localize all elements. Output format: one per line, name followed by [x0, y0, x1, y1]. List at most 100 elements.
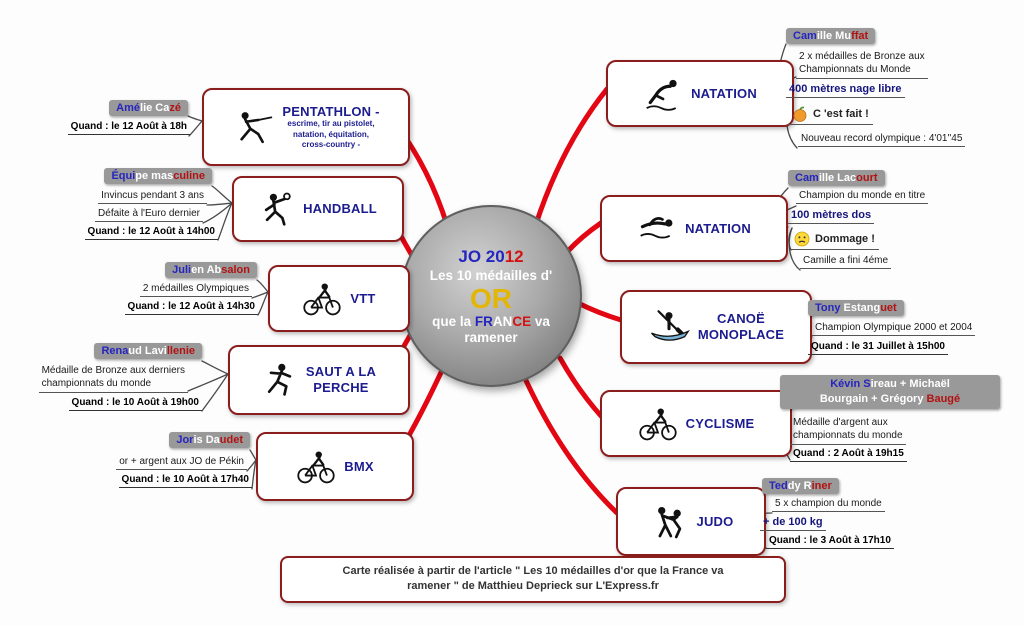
sport-subtitle: escrime, tir au pistolet,: [287, 119, 375, 129]
center-subtitle: Les 10 médailles d': [429, 267, 553, 283]
estanguet-detail: Champion Olympique 2000 et 2004: [812, 322, 976, 336]
fencing-icon: [240, 112, 273, 144]
name-seg: ille Lac: [818, 172, 857, 184]
pentathlon-date: Quand : le 12 Août à 18h: [67, 121, 190, 135]
sport-title: MONOPLACE: [697, 327, 785, 342]
name-seg: lie Ca: [140, 102, 170, 114]
muffat-detail: 2 x médailles de Bronze aux Championnats…: [796, 50, 928, 79]
diver-icon: [646, 79, 677, 111]
detail-line: championnats du monde: [41, 378, 152, 389]
name-seg: udet: [219, 434, 243, 446]
name-seg: Rena: [101, 345, 129, 357]
judo-icon: [657, 506, 681, 539]
name-seg: uet: [880, 302, 897, 314]
name-seg: dy R: [787, 480, 812, 492]
node-judo[interactable]: JUDO: [616, 487, 766, 556]
name-seg: culine: [173, 170, 205, 182]
node-natation-lacourt[interactable]: NATATION: [600, 195, 788, 262]
name-seg: Baugé: [926, 392, 961, 405]
center-text: va: [531, 314, 550, 330]
name-seg: Jor: [176, 434, 194, 446]
sport-title: NATATION: [691, 85, 757, 101]
sport-subtitle: cross-country -: [301, 139, 361, 149]
sad-face-icon: [794, 231, 810, 247]
center-france-line: que la FRANCE va: [432, 314, 550, 329]
lacourt-detail: Champion du monde en titre: [796, 190, 929, 204]
center-an: AN: [492, 314, 513, 330]
riner-detail: 5 x champion du monde: [772, 498, 885, 512]
person-equipe-masculine: Équipe masculine: [104, 168, 212, 184]
center-year: 12: [504, 246, 524, 266]
center-title: JO 2012: [458, 247, 523, 267]
node-vtt[interactable]: VTT: [268, 265, 410, 332]
sport-title: BMX: [344, 458, 374, 474]
name-seg: pe mas: [135, 170, 174, 182]
bmx-bike-icon: [297, 451, 335, 484]
handball-detail-2: Défaite à l'Euro dernier: [95, 208, 203, 222]
name-seg: salon: [221, 264, 250, 276]
source-note-line: ramener " de Matthieu Deprieck sur L'Exp…: [407, 580, 659, 593]
person-camille-lacourt: Camille Lacourt: [788, 170, 885, 186]
center-or: OR: [470, 282, 512, 314]
name-seg: Tony: [815, 302, 844, 314]
name-seg: Ted: [769, 480, 788, 492]
status-text: C 'est fait !: [813, 108, 869, 120]
swimmer-icon: [640, 217, 673, 239]
riner-event: + de 100 kg: [760, 516, 826, 531]
node-natation-muffat[interactable]: NATATION: [606, 60, 794, 127]
handball-date: Quand : le 12 Août à 14h00: [84, 226, 218, 240]
track-cyclist-icon: [638, 408, 677, 441]
person-tony-estanguet: Tony Estanguet: [808, 300, 904, 316]
mountain-bike-icon: [303, 283, 342, 316]
estanguet-date: Quand : le 31 Juillet à 15h00: [808, 341, 948, 355]
detail-line: championnats du monde: [793, 430, 903, 441]
name-seg: iner: [811, 480, 832, 492]
detail-line: Médaille de Bronze aux derniers: [41, 365, 185, 376]
done-fruit-icon: [793, 106, 807, 122]
handball-player-icon: [264, 192, 291, 226]
perche-detail: Médaille de Bronze aux derniers champion…: [38, 364, 188, 393]
node-bmx[interactable]: BMX: [256, 432, 414, 501]
muffat-status: C 'est fait !: [788, 106, 873, 125]
person-julien-absalon: Julien Absalon: [165, 262, 257, 278]
canoe-icon: [650, 310, 690, 341]
node-canoe[interactable]: CANOË MONOPLACE: [620, 290, 812, 364]
person-camille-muffat: Camille Muffat: [786, 28, 876, 44]
node-cyclisme[interactable]: CYCLISME: [600, 390, 792, 457]
name-seg: ille Mu: [816, 30, 852, 42]
name-seg: ireau + Michaël: [870, 378, 950, 390]
person-amelie-caze: Amélie Cazé: [109, 100, 188, 116]
muffat-event: 400 mètres nage libre: [786, 83, 905, 98]
center-text: que la: [432, 314, 475, 330]
sport-title: CYCLISME: [685, 415, 755, 431]
node-handball[interactable]: HANDBALL: [232, 176, 404, 242]
node-saut-perche[interactable]: SAUT A LA PERCHE: [228, 345, 410, 415]
name-line: Bourgain + Grégory Baugé: [787, 392, 993, 407]
name-seg: is Da: [193, 434, 220, 446]
cyclisme-detail: Médaille d'argent aux championnats du mo…: [790, 416, 906, 445]
sport-title: JUDO: [696, 513, 734, 529]
sport-title: HANDBALL: [303, 201, 377, 217]
detail-line: Médaille d'argent aux: [793, 417, 888, 428]
vtt-detail: 2 médailles Olympiques: [139, 283, 252, 297]
name-seg: ud Lavi: [128, 345, 167, 357]
name-seg: Amé: [116, 102, 141, 114]
central-topic[interactable]: JO 2012 Les 10 médailles d' OR que la FR…: [400, 205, 582, 387]
name-seg: ffat: [851, 30, 869, 42]
riner-date: Quand : le 3 Août à 17h10: [766, 535, 894, 549]
person-teddy-riner: Teddy Riner: [762, 478, 839, 494]
name-seg: Estang: [843, 302, 881, 314]
person-joris-daudet: Joris Daudet: [169, 432, 250, 448]
lacourt-result: Camille a fini 4éme: [800, 255, 892, 269]
sport-title: VTT: [350, 290, 376, 306]
person-cyclisme-trio: Kévin Sireau + Michaël Bourgain + Grégor…: [780, 375, 1000, 409]
muffat-record: Nouveau record olympique : 4'01''45: [798, 133, 966, 147]
status-text: Dommage !: [815, 233, 875, 245]
name-seg: Équi: [111, 170, 136, 182]
bmx-date: Quand : le 10 Août à 17h40: [118, 474, 252, 488]
node-pentathlon[interactable]: PENTATHLON - escrime, tir au pistolet, n…: [202, 88, 410, 166]
sprinter-icon: [267, 363, 292, 396]
handball-detail-1: Invincus pendant 3 ans: [98, 190, 207, 204]
sport-title: SAUT A LA: [305, 364, 377, 380]
